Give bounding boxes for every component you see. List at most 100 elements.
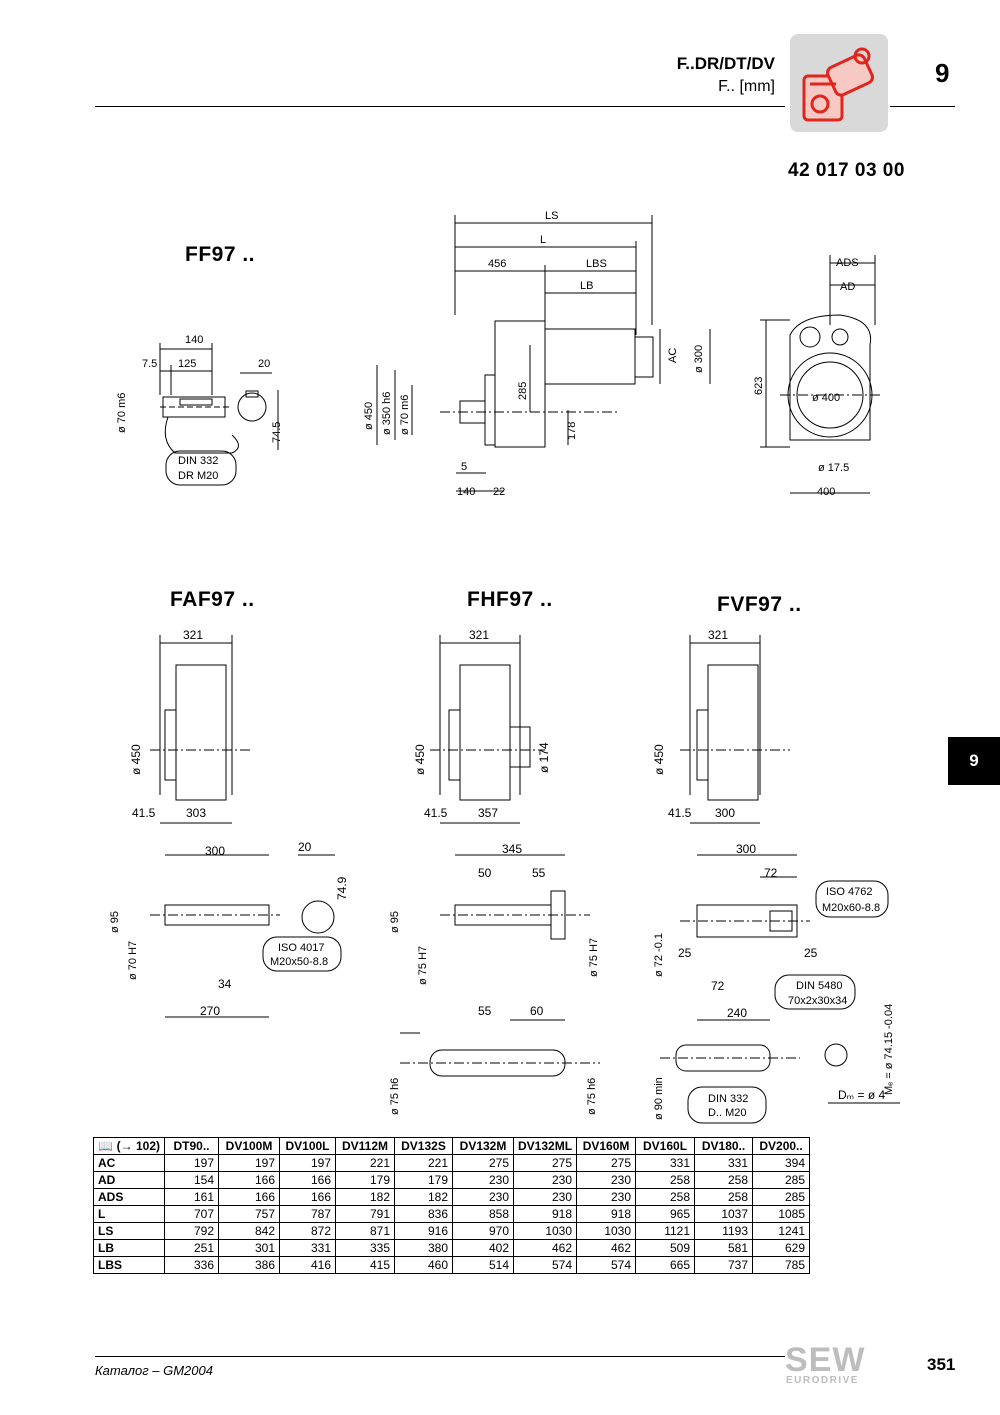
fvf97-dim-72b: 72 [711, 979, 725, 993]
table-cell: 1193 [694, 1222, 754, 1240]
ff97-dim-d400c: ø 400 [812, 392, 840, 404]
fhf97-dim-55b: 55 [478, 1004, 492, 1018]
table-cell: 1121 [635, 1222, 696, 1240]
table-cell: 285 [752, 1171, 811, 1189]
table-cell: 415 [335, 1256, 395, 1274]
dimension-table: 📖 (→ 102) DT90.. DV100M DV100L DV112M DV… [93, 1137, 811, 1274]
faf97-dim-d450: ø 450 [129, 744, 143, 775]
header-divider-right [890, 106, 955, 107]
fvf97-din5480: DIN 5480 [796, 980, 842, 992]
table-cell: 275 [512, 1154, 578, 1172]
fvf97-dim-25a: 25 [678, 946, 692, 960]
fhf97-dim-d75b: ø 75 H7 [588, 938, 600, 977]
table-cell: 665 [635, 1256, 696, 1274]
table-cell: 629 [752, 1239, 811, 1257]
ff97-dim-shaft-key: 125 [178, 358, 196, 370]
page-number: 351 [927, 1355, 956, 1374]
ff97-dim-ads: ADS [836, 257, 859, 269]
table-cell: 514 [452, 1256, 514, 1274]
fhf97-dim-321: 321 [469, 628, 489, 642]
column-header: DT90.. [164, 1137, 219, 1155]
table-cell: 197 [164, 1154, 219, 1172]
table-cell: 581 [694, 1239, 754, 1257]
fhf97-dim-415: 41.5 [424, 806, 448, 820]
table-cell: 872 [279, 1222, 336, 1240]
table-cell: 230 [576, 1188, 637, 1206]
table-corner-reference: 📖 (→ 102) [93, 1137, 165, 1155]
faf97-dim-34: 34 [218, 977, 232, 991]
ff97-dim-d175: ø 17.5 [818, 462, 849, 474]
faf97-dim-20: 20 [298, 840, 312, 854]
table-cell: 182 [394, 1188, 453, 1206]
table-header-row: 📖 (→ 102) DT90.. DV100M DV100L DV112M DV… [93, 1137, 811, 1155]
table-cell: 462 [576, 1239, 637, 1257]
table-cell: 230 [576, 1171, 637, 1189]
faf97-dim-270: 270 [200, 1004, 220, 1018]
header-subtitle: F.. [mm] [718, 78, 775, 95]
ff97-dim-ls: LS [545, 210, 558, 222]
fvf97-dim-d450: ø 450 [652, 744, 666, 775]
fvf97-dim-dm: Dₘ = ø 4 [838, 1088, 885, 1102]
ff97-dim-140: 140 [457, 486, 475, 498]
fvf97-dim-me: Mₑ = ø 74.15 -0.04 [883, 1004, 895, 1095]
fvf97-dim-d90: ø 90 min [653, 1077, 665, 1120]
fhf97-dim-d75c: ø 75 h6 [389, 1078, 401, 1115]
row-label: LB [93, 1239, 165, 1257]
fhf97-dim-d95: ø 95 [389, 911, 401, 933]
faf97-iso: ISO 4017 [278, 942, 324, 954]
chapter-tab: 9 [948, 737, 1000, 785]
table-cell: 336 [164, 1256, 219, 1274]
row-label: ADS [93, 1188, 165, 1206]
table-cell: 197 [218, 1154, 280, 1172]
ff97-dim-l: L [540, 234, 546, 246]
model-title-ff97: FF97 .. [185, 243, 256, 266]
fhf97-dim-d174: ø 174 [537, 742, 551, 773]
fvf97-dim-321: 321 [708, 628, 728, 642]
ff97-din-thread: DR M20 [178, 470, 218, 482]
brand-logo-sub: EURODRIVE [786, 1375, 859, 1386]
table-cell: 460 [394, 1256, 453, 1274]
ff97-din-note: DIN 332 [178, 455, 218, 467]
book-icon: 📖 [98, 1139, 114, 1153]
ff97-dim-key-h: 74.5 [271, 422, 283, 443]
table-cell: 1085 [752, 1205, 811, 1223]
column-header: DV132S [394, 1137, 453, 1155]
table-cell: 836 [394, 1205, 453, 1223]
ff97-dim-lbs: LBS [586, 258, 607, 270]
table-cell: 416 [279, 1256, 336, 1274]
ff97-dim-ad: AD [840, 281, 855, 293]
table-cell: 394 [752, 1154, 811, 1172]
ff97-dim-shaft-off: 7.5 [142, 358, 157, 370]
fvf97-din332b: D.. M20 [708, 1107, 747, 1119]
model-title-fvf97: FVF97 .. [717, 593, 802, 616]
table-cell: 154 [164, 1171, 219, 1189]
table-cell: 275 [576, 1154, 637, 1172]
ff97-dim-5: 5 [461, 461, 467, 473]
row-label: LS [93, 1222, 165, 1240]
fvf97-dim-25b: 25 [804, 946, 818, 960]
fvf97-dim-300b: 300 [736, 842, 756, 856]
column-header: DV100L [279, 1137, 336, 1155]
faf97-dim-415: 41.5 [132, 806, 156, 820]
header-divider [95, 106, 785, 107]
column-header: DV180.. [694, 1137, 754, 1155]
fhf97-dim-d450: ø 450 [413, 744, 427, 775]
faf97-dim-d70: ø 70 H7 [127, 941, 139, 980]
fhf97-dim-d75a: ø 75 H7 [417, 946, 429, 985]
ff97-dim-d350: ø 350 h6 [381, 392, 393, 435]
table-cell: 787 [279, 1205, 336, 1223]
table-cell: 918 [512, 1205, 578, 1223]
fvf97-iso-thread: M20x60-8.8 [822, 902, 880, 914]
table-cell: 792 [164, 1222, 219, 1240]
faf97-iso-thread: M20x50-8.8 [270, 956, 328, 968]
column-header: DV160L [635, 1137, 696, 1155]
ff97-dim-d70: ø 70 m6 [399, 395, 411, 435]
ff97-dim-ac: AC [667, 348, 679, 363]
table-cell: 221 [394, 1154, 453, 1172]
row-label: LBS [93, 1256, 165, 1274]
table-cell: 916 [394, 1222, 453, 1240]
row-label: AD [93, 1171, 165, 1189]
